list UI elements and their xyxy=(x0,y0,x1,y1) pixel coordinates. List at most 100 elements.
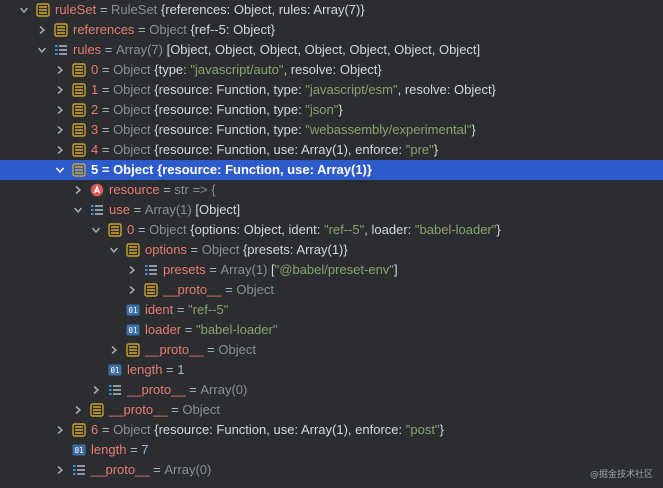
equals-sign: = xyxy=(205,262,221,277)
variable-name: 4 xyxy=(91,142,99,157)
value-segment: : xyxy=(398,422,406,437)
tree-row[interactable]: 0 = Object {options: Object, ident: "ref… xyxy=(0,220,663,240)
chevron-right-icon[interactable] xyxy=(126,280,138,300)
object-icon xyxy=(72,143,86,157)
value-segment: resource xyxy=(158,82,210,97)
variable-type: RuleSet xyxy=(111,2,161,17)
chevron-right-icon[interactable] xyxy=(36,20,48,40)
variable-type: Array(1) xyxy=(144,202,196,217)
chevron-right-icon[interactable] xyxy=(54,420,66,440)
variable-name: options xyxy=(145,242,187,257)
tree-row[interactable]: 5 = Object {resource: Function, use: Arr… xyxy=(0,160,663,180)
value-segment: ident xyxy=(288,222,317,237)
tree-row[interactable]: __proto__ = Object xyxy=(0,280,663,300)
chevron-down-icon[interactable] xyxy=(72,200,84,220)
variable-name: __proto__ xyxy=(109,402,168,417)
value-segment: : xyxy=(398,142,406,157)
tree-row[interactable]: 1 = Object {resource: Function, type: "j… xyxy=(0,80,663,100)
value-segment: { xyxy=(154,82,159,97)
chevron-right-icon[interactable] xyxy=(54,60,66,80)
tree-row[interactable]: __proto__ = Array(0) xyxy=(0,380,663,400)
variable-name: rules xyxy=(73,42,102,57)
tree-row[interactable]: use = Array(1) [Object] xyxy=(0,200,663,220)
variable-value: Object xyxy=(218,340,256,360)
tree-row[interactable]: rules = Array(7) [Object, Object, Object… xyxy=(0,40,663,60)
equals-sign: = xyxy=(167,402,183,417)
value-segment: : xyxy=(316,222,324,237)
chevron-down-icon[interactable] xyxy=(36,40,48,60)
variable-name: 1 xyxy=(91,82,99,97)
equals-sign: = xyxy=(98,142,114,157)
variable-name: ident xyxy=(145,302,174,317)
tree-row[interactable]: __proto__ = Object xyxy=(0,340,663,360)
value-segment: use xyxy=(287,162,310,177)
value-segment: { xyxy=(154,122,159,137)
chevron-right-icon[interactable] xyxy=(72,180,84,200)
array-icon xyxy=(73,465,85,475)
chevron-right-icon[interactable] xyxy=(126,260,138,280)
object-icon xyxy=(72,103,86,117)
value-segment: { xyxy=(154,422,159,437)
value-segment: rules xyxy=(278,2,307,17)
value-segment: presets xyxy=(247,242,290,257)
chevron-down-icon[interactable] xyxy=(54,160,66,180)
chevron-right-icon[interactable] xyxy=(54,100,66,120)
array-icon xyxy=(109,385,121,395)
equals-sign: = xyxy=(98,62,114,77)
value-segment: : Function, xyxy=(217,162,288,177)
tree-row[interactable]: references = Object {ref--5: Object} xyxy=(0,20,663,40)
variable-name: __proto__ xyxy=(91,462,150,477)
variable-value: 7 xyxy=(141,440,148,460)
primitive-icon: 01 xyxy=(108,364,122,376)
variable-value: {resource: Function, type: "javascript/e… xyxy=(154,80,496,100)
equals-sign: = xyxy=(126,442,142,457)
chevron-down-icon[interactable] xyxy=(18,0,30,20)
tree-spacer xyxy=(108,320,120,340)
equals-sign: = xyxy=(203,342,219,357)
tree-row[interactable]: __proto__ = Object xyxy=(0,400,663,420)
tree-row[interactable]: options = Object {presets: Array(1)} xyxy=(0,240,663,260)
chevron-right-icon[interactable] xyxy=(54,80,66,100)
tree-row[interactable]: 4 = Object {resource: Function, use: Arr… xyxy=(0,140,663,160)
variable-value: Array(0) xyxy=(164,460,211,480)
variable-type: Object xyxy=(113,422,155,437)
value-segment: Array(0) xyxy=(200,382,248,397)
variable-value: "ref--5" xyxy=(188,300,228,320)
tree-row[interactable]: presets = Array(1) ["@babel/preset-env"] xyxy=(0,260,663,280)
tree-row[interactable]: resource = str => { xyxy=(0,180,663,200)
value-segment: resource xyxy=(158,102,210,117)
variable-value: Array(0) xyxy=(200,380,247,400)
tree-row[interactable]: 6 = Object {resource: Function, use: Arr… xyxy=(0,420,663,440)
tree-row[interactable]: ruleSet = RuleSet {references: Object, r… xyxy=(0,0,663,20)
value-segment: { xyxy=(157,162,163,177)
variable-type: Object xyxy=(149,222,191,237)
variable-value: {presets: Array(1)} xyxy=(243,240,348,260)
chevron-down-icon[interactable] xyxy=(90,220,102,240)
variable-type: Object xyxy=(201,242,243,257)
tree-row[interactable]: 3 = Object {resource: Function, type: "w… xyxy=(0,120,663,140)
value-segment: type xyxy=(273,82,299,97)
variable-value: [Object] xyxy=(195,200,240,220)
svg-text:01: 01 xyxy=(128,306,137,315)
variable-type: Object xyxy=(113,62,155,77)
equals-sign: = xyxy=(98,122,114,137)
primitive-icon: 01 xyxy=(126,324,140,336)
value-segment: : Array(1), xyxy=(294,422,356,437)
tree-row[interactable]: 2 = Object {resource: Function, type: "j… xyxy=(0,100,663,120)
chevron-down-icon[interactable] xyxy=(108,240,120,260)
chevron-right-icon[interactable] xyxy=(72,400,84,420)
chevron-right-icon[interactable] xyxy=(108,340,120,360)
chevron-right-icon[interactable] xyxy=(54,120,66,140)
value-segment: : xyxy=(298,102,306,117)
value-segment: Object xyxy=(182,402,220,417)
tree-row[interactable]: 0 = Object {type: "javascript/auto", res… xyxy=(0,60,663,80)
variable-value: [Object, Object, Object, Object, Object,… xyxy=(167,40,481,60)
chevron-right-icon[interactable] xyxy=(90,380,102,400)
tree-row[interactable]: __proto__ = Array(0) xyxy=(0,460,663,480)
chevron-right-icon[interactable] xyxy=(54,140,66,160)
chevron-right-icon[interactable] xyxy=(54,460,66,480)
